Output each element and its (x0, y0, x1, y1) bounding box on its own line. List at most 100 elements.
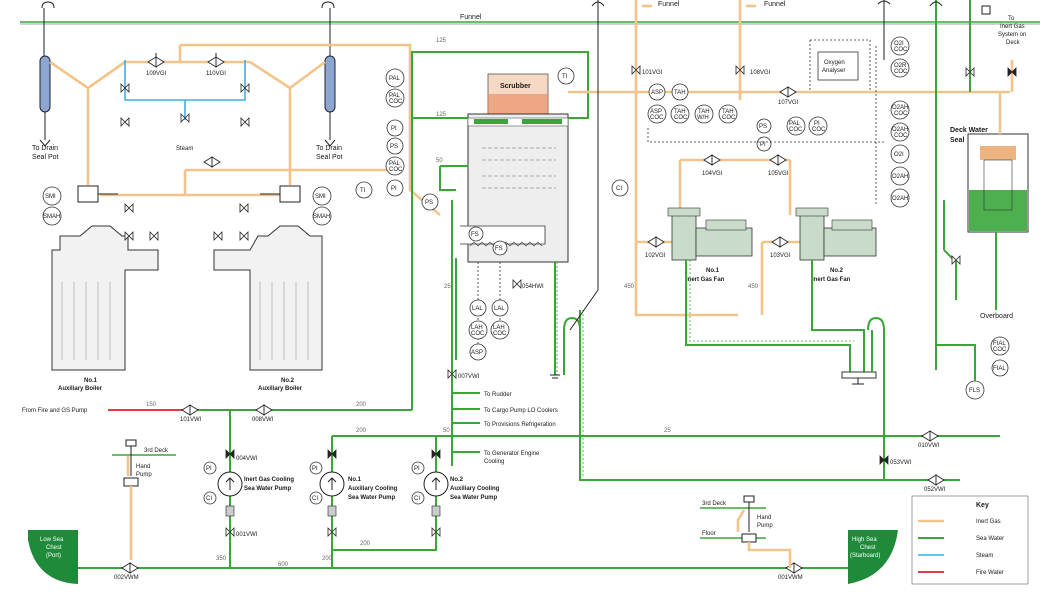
valve-053vwi[interactable]: 053VWI (879, 455, 912, 466)
inst-o2ahcoc-1a: O2AH (892, 105, 908, 111)
valve-steam-center[interactable] (180, 113, 190, 123)
valve-pump1-bottom[interactable] (327, 527, 337, 537)
inst-ps-1: PS (390, 144, 398, 150)
inst-palcoc3-a: PAL (789, 121, 801, 127)
pump-1-label-1: No.1 (348, 477, 362, 483)
valve-seal-bottom[interactable] (951, 255, 961, 265)
fan-2-label-2: Inert Gas Fan (812, 277, 851, 283)
valve-107vgi[interactable]: 107VGI (778, 86, 799, 106)
smi-smah-right: SMI SMAH (312, 186, 332, 226)
inst-palcoc-2b: COC (389, 167, 403, 173)
valve-pump2-bottom[interactable] (431, 527, 441, 537)
pump-ig-label-1: Inert Gas Cooling (244, 477, 294, 483)
funnel-top-line: Funnel (20, 14, 1040, 25)
uptake-2: To Drain Seal Pot (316, 1, 343, 161)
to-generator-label-2: Cooling (484, 459, 504, 465)
valve-054hwi-label: 054HWI (522, 284, 544, 290)
valve-108vgi[interactable]: 108VGI (735, 65, 771, 76)
valve-steam-left[interactable] (120, 83, 130, 93)
valve-pump1-top[interactable] (327, 449, 337, 459)
valve-101vgi[interactable]: 101VGI (631, 65, 663, 76)
valve-002vwm[interactable]: 002VWM (114, 562, 139, 581)
valve-007vwi[interactable]: 007VWI (447, 369, 480, 380)
pump-1-label-3: Sea Water Pump (348, 495, 395, 501)
inst-pi-igpump: PI (206, 466, 212, 472)
inst-asp-fan: ASP (651, 90, 663, 96)
damper-2[interactable] (260, 185, 301, 203)
valve-104vgi[interactable]: 104VGI (702, 154, 723, 177)
deck-water-seal: Deck Water Seal Overboard To Inert Gas S… (929, 0, 1029, 370)
pump-1-label-2: Auxiliary Cooling (348, 486, 398, 492)
size-450-b: 450 (748, 284, 759, 290)
inst-fialcoc-a: FIAL (993, 341, 1006, 347)
inst-o2icoc-b: COC (894, 47, 908, 53)
valve-010vwi[interactable]: 010VWI (918, 430, 940, 449)
valve-ig-deck[interactable] (1007, 67, 1017, 77)
hand-pump-left-l1: Hand (136, 464, 150, 470)
third-deck-left-label: 3rd Deck (144, 448, 169, 454)
inst-fs-1: FS (471, 232, 479, 238)
valve-110vgi-label: 110VGI (206, 71, 226, 77)
inst-ps-2: PS (425, 200, 433, 206)
valve-001vwi[interactable]: 001VWI (225, 527, 258, 538)
inst-picoc-b: COC (812, 127, 826, 133)
key-title: Key (976, 502, 989, 509)
inst-o2i: O2I (894, 152, 904, 158)
size-125-a: 125 (436, 38, 447, 44)
valve-102vgi-label: 102VGI (645, 253, 666, 259)
inst-tahwh-b: W/H (697, 115, 709, 121)
drain-1-line2: Seal Pot (32, 154, 59, 161)
valve-054hwi[interactable]: 054HWI (512, 279, 544, 290)
valve-seal-top[interactable] (965, 67, 975, 77)
boiler-2-label-1: No.2 (281, 378, 295, 384)
scrubber-label: Scrubber (500, 83, 531, 90)
valve-052vwi[interactable]: 052VWI (924, 474, 946, 493)
high-chest-l3: (Starboard) (850, 553, 880, 559)
overboard-label: Overboard (980, 313, 1013, 320)
to-rudder-label: To Rudder (484, 392, 512, 398)
boiler-2-label-2: Auxiliary Boiler (258, 386, 303, 392)
fan-1-label-2: Inert Gas Fan (686, 277, 725, 283)
inst-palcoc-1b: COC (389, 99, 403, 105)
valve-008vwi[interactable]: 008VWI (252, 404, 274, 423)
legend-key: Key Inert Gas Sea Water Steam Fire Water (911, 495, 1029, 585)
key-item-fire-water-label: Fire Water (976, 570, 1004, 576)
valve-102vgi[interactable]: 102VGI (645, 236, 666, 259)
valve-105vgi[interactable]: 105VGI (768, 154, 789, 177)
smah-left-label: SMAH (43, 214, 60, 220)
inst-lal-1: LAL (472, 306, 483, 312)
valve-drain-left[interactable] (120, 117, 130, 127)
valve-drain-right[interactable] (240, 117, 250, 127)
boiler-1-label-1: No.1 (84, 378, 98, 384)
size-350: 350 (216, 556, 227, 562)
to-provisions-label: To Provisions Refrigeration (484, 422, 556, 428)
valve-cross-170[interactable] (203, 156, 221, 168)
valve-110vgi[interactable]: 110VGI (206, 53, 226, 77)
deck-seal-label-1: Deck Water (950, 127, 988, 134)
inst-o2ah-2: O2AH (892, 196, 908, 202)
steam-lines: Steam (121, 60, 246, 152)
deck-seal-vent-icon (981, 5, 991, 15)
boiler-1: No.1 Auxiliary Boiler (51, 225, 159, 392)
valve-steam-right[interactable] (240, 83, 250, 93)
ig-system-l4: Deck (1006, 40, 1021, 46)
hand-pump-right: 3rd Deck Floor Hand Pump (700, 495, 792, 568)
inst-ci-top: CI (616, 186, 622, 192)
damper-1[interactable] (77, 185, 118, 203)
oxygen-analyser-l2: Analyser (822, 68, 845, 74)
valve-004vwi[interactable]: 004VWI (225, 449, 258, 462)
inst-lahcoc-2a: LAH (493, 325, 505, 331)
inst-lahcoc-2b: COC (493, 331, 507, 337)
inst-o2ah-1: O2AH (892, 174, 908, 180)
boiler-valves[interactable] (124, 203, 249, 241)
valve-109vgi[interactable]: 109VGI (146, 53, 167, 77)
valve-052vwi-label: 052VWI (924, 487, 946, 493)
size-150: 150 (146, 402, 157, 408)
valve-103vgi-label: 103VGI (770, 253, 791, 259)
valve-101vwi[interactable]: 101VWI (180, 404, 202, 423)
valve-pump2-top[interactable] (431, 449, 441, 459)
valve-103vgi[interactable]: 103VGI (770, 236, 791, 259)
inst-o2ahcoc-2a: O2AH (892, 127, 908, 133)
